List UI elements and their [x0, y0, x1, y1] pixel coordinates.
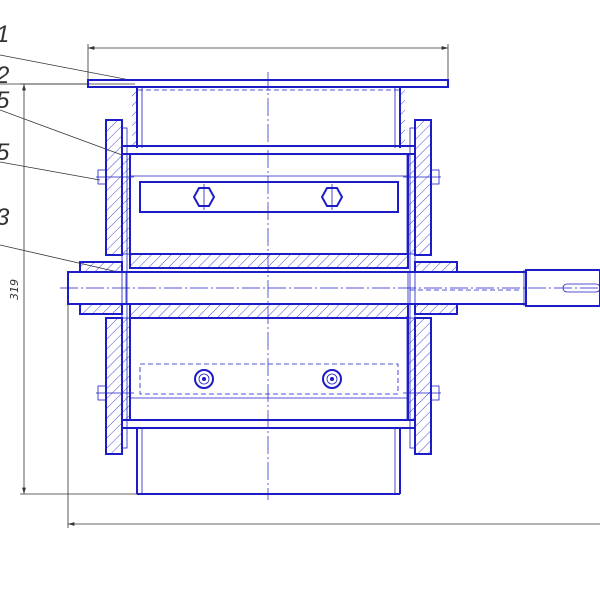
- side-bolts: [96, 169, 441, 401]
- lower-rotor-blade: [129, 317, 409, 421]
- outlet-pipe: [136, 428, 401, 495]
- callout-2: 2: [0, 62, 9, 89]
- callout-5: 3: [0, 204, 10, 231]
- left-bearing: [79, 261, 123, 315]
- rotor-hub: [129, 253, 409, 319]
- bottom-length-dimension: [67, 300, 600, 528]
- callout-1: 1: [0, 21, 9, 48]
- callout-leaders: [0, 54, 135, 273]
- upper-rotor-blade: [129, 153, 409, 255]
- callout-3: 5: [0, 87, 10, 114]
- bolt-head-icon: [320, 184, 344, 210]
- nut-icon: [194, 369, 214, 389]
- nut-icon: [322, 369, 342, 389]
- bolt-head-icon: [192, 184, 216, 210]
- housing: [121, 145, 416, 429]
- callout-4: 5: [0, 139, 10, 166]
- right-bearing: [414, 261, 458, 315]
- top-width-dimension: [87, 44, 449, 82]
- inlet-pipe: [132, 87, 405, 148]
- height-dimension-value: 319: [8, 279, 21, 300]
- right-side-plate: [406, 119, 432, 455]
